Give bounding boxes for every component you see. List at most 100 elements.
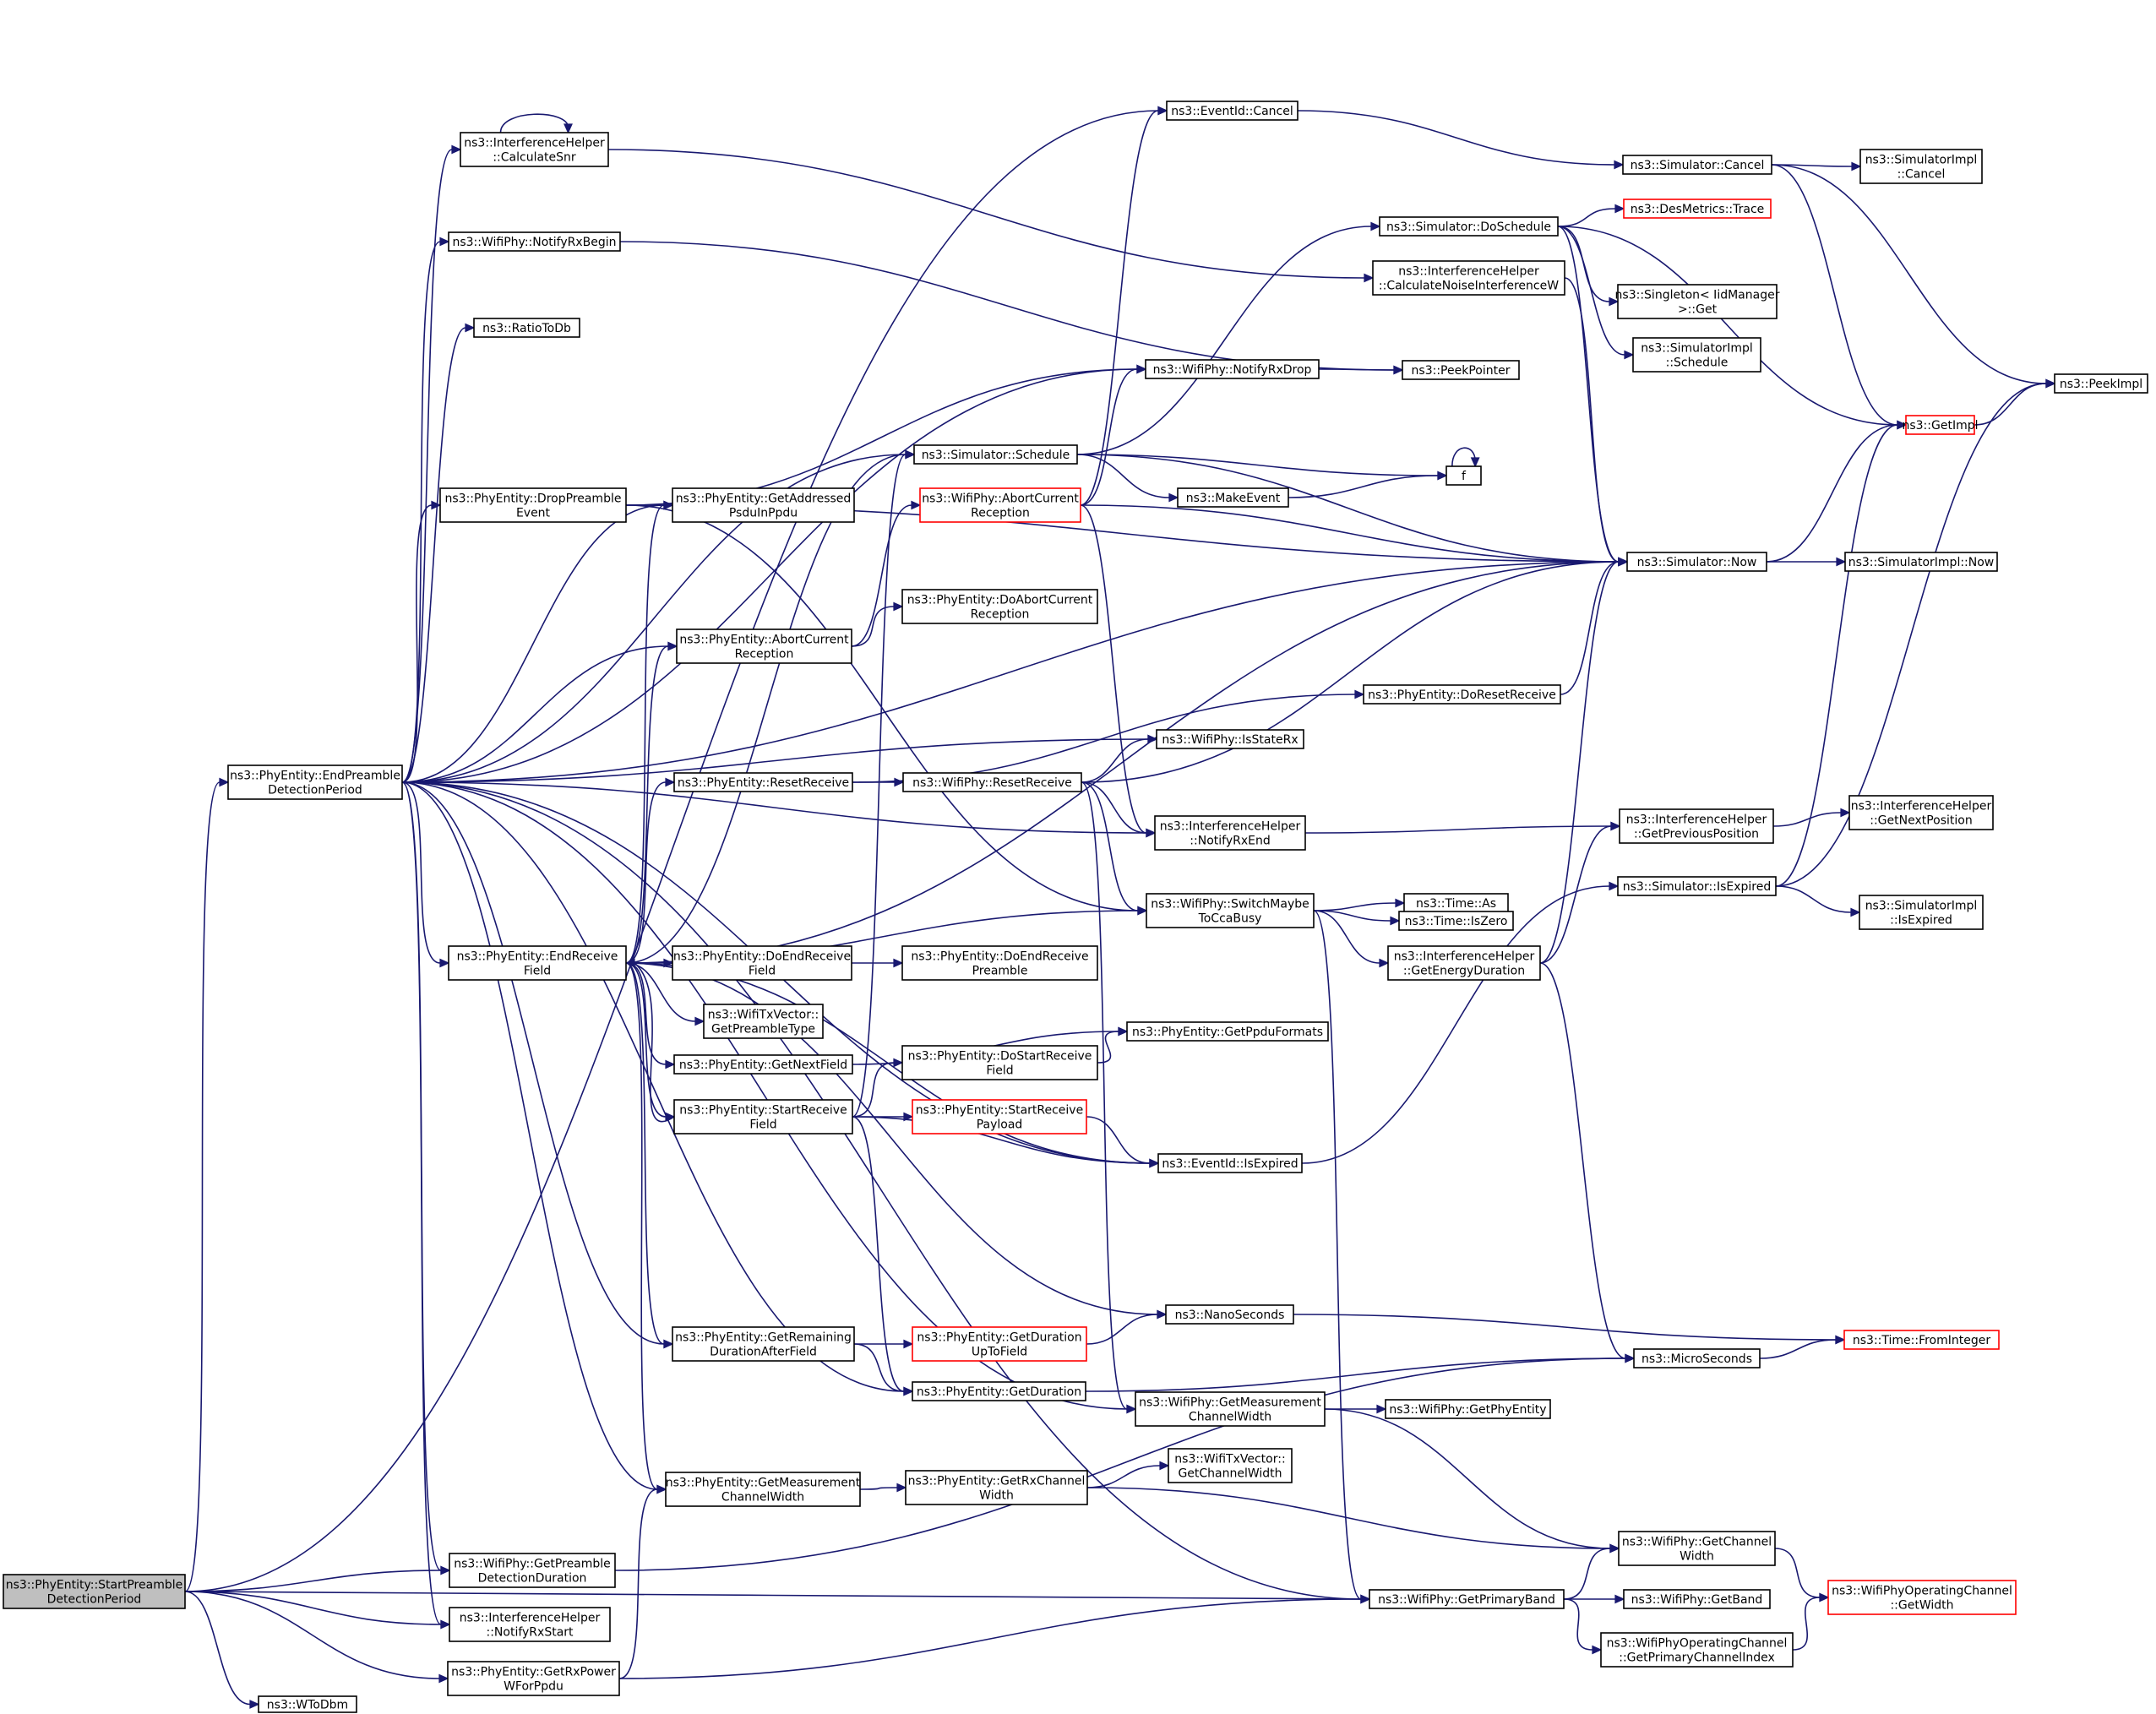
node-des-metrics-trace[interactable]: ns3::DesMetrics::Trace bbox=[1623, 199, 1772, 219]
node-event-id-cancel[interactable]: ns3::EventId::Cancel bbox=[1166, 101, 1298, 121]
node-notify-rx-drop[interactable]: ns3::WifiPhy::NotifyRxDrop bbox=[1145, 359, 1320, 379]
node-simulator-do-schedule[interactable]: ns3::Simulator::DoSchedule bbox=[1379, 216, 1559, 237]
call-edge-wp-abort-current-reception-to-event-id-cancel bbox=[1080, 106, 1168, 506]
node-label-line: ns3::PhyEntity::StartPreamble bbox=[6, 1579, 182, 1592]
node-w-to-dbm[interactable]: ns3::WToDbm bbox=[258, 1695, 357, 1713]
node-simulator-is-expired[interactable]: ns3::Simulator::IsExpired bbox=[1617, 876, 1777, 896]
node-box bbox=[473, 318, 580, 338]
node-notify-rx-begin[interactable]: ns3::WifiPhy::NotifyRxBegin bbox=[448, 231, 621, 252]
node-operating-channel-get-width[interactable]: ns3::WifiPhyOperatingChannel::GetWidth bbox=[1827, 1580, 2017, 1615]
node-calculate-noise-interference-w[interactable]: ns3::InterferenceHelper::CalculateNoiseI… bbox=[1372, 260, 1565, 296]
node-simulator-impl-cancel[interactable]: ns3::SimulatorImpl::Cancel bbox=[1859, 149, 1983, 184]
node-get-impl[interactable]: ns3::GetImpl bbox=[1902, 415, 1979, 435]
node-box bbox=[1619, 808, 1774, 844]
node-simulator-impl-schedule[interactable]: ns3::SimulatorImpl::Schedule bbox=[1632, 337, 1761, 373]
node-pe-get-measurement-channel-width[interactable]: ns3::PhyEntity::GetMeasurementChannelWid… bbox=[665, 1472, 861, 1507]
node-peek-impl[interactable]: ns3::PeekImpl bbox=[2054, 373, 2148, 394]
node-simulator-impl-now[interactable]: ns3::SimulatorImpl::Now bbox=[1844, 552, 1998, 572]
node-pe-reset-receive[interactable]: ns3::PhyEntity::ResetReceive bbox=[673, 772, 853, 792]
node-get-preamble-type[interactable]: ns3::WifiTxVector::GetPreambleType bbox=[703, 1004, 824, 1039]
node-start-preamble-detection-period[interactable]: ns3::PhyEntity::StartPreambleDetectionPe… bbox=[3, 1574, 186, 1609]
node-box bbox=[258, 1695, 357, 1713]
node-tx-vector-get-channel-width[interactable]: ns3::WifiTxVector::GetChannelWidth bbox=[1168, 1448, 1293, 1483]
node-box bbox=[1827, 1580, 2017, 1615]
node-f[interactable]: f bbox=[1446, 465, 1482, 486]
node-time-from-integer[interactable]: ns3::Time::FromInteger bbox=[1843, 1330, 2000, 1350]
call-edges bbox=[184, 106, 2056, 1709]
node-box bbox=[1623, 1589, 1771, 1609]
node-do-reset-receive[interactable]: ns3::PhyEntity::DoResetReceive bbox=[1363, 684, 1561, 705]
node-box bbox=[673, 1099, 853, 1135]
node-get-band[interactable]: ns3::WifiPhy::GetBand bbox=[1623, 1589, 1771, 1609]
call-edge-wp-abort-current-reception-to-notify-rx-drop bbox=[1080, 364, 1147, 506]
node-ih-notify-rx-end[interactable]: ns3::InterferenceHelper::NotifyRxEnd bbox=[1154, 815, 1306, 851]
call-edge-simulator-schedule-to-simulator-now bbox=[1076, 454, 1629, 567]
node-simulator-impl-is-expired[interactable]: ns3::SimulatorImpl::IsExpired bbox=[1859, 895, 1984, 930]
node-get-primary-band[interactable]: ns3::WifiPhy::GetPrimaryBand bbox=[1369, 1589, 1565, 1609]
call-edge-simulator-do-schedule-to-simulator-impl-schedule bbox=[1557, 226, 1635, 360]
node-get-primary-channel-index[interactable]: ns3::WifiPhyOperatingChannel::GetPrimary… bbox=[1600, 1632, 1794, 1668]
node-label-line: ns3::Time::IsZero bbox=[1405, 915, 1508, 928]
node-simulator-schedule[interactable]: ns3::Simulator::Schedule bbox=[913, 444, 1078, 465]
node-box bbox=[1618, 1531, 1776, 1566]
node-label-line: Preamble bbox=[972, 965, 1028, 978]
node-label-line: ns3::WifiPhy::NotifyRxBegin bbox=[452, 236, 616, 249]
node-wp-get-channel-width[interactable]: ns3::WifiPhy::GetChannelWidth bbox=[1618, 1531, 1776, 1566]
node-label-line: ns3::PeekImpl bbox=[2060, 378, 2142, 391]
node-label-line: ns3::WifiPhy::GetChannel bbox=[1622, 1536, 1772, 1549]
node-get-remaining-duration-after-field[interactable]: ns3::PhyEntity::GetRemainingDurationAfte… bbox=[672, 1326, 855, 1362]
node-box bbox=[676, 628, 852, 664]
node-label-line: ToCcaBusy bbox=[1198, 912, 1262, 926]
node-get-previous-position[interactable]: ns3::InterferenceHelper::GetPreviousPosi… bbox=[1619, 808, 1774, 844]
call-edge-end-preamble-detection-period-to-end-receive-field bbox=[401, 781, 450, 968]
node-ratio-to-db[interactable]: ns3::RatioToDb bbox=[473, 318, 580, 338]
node-get-preamble-detection-duration[interactable]: ns3::WifiPhy::GetPreambleDetectionDurati… bbox=[449, 1553, 616, 1588]
node-label-line: ns3::PhyEntity::DropPreamble bbox=[445, 492, 622, 506]
node-box bbox=[672, 487, 855, 523]
node-get-phy-entity[interactable]: ns3::WifiPhy::GetPhyEntity bbox=[1385, 1399, 1551, 1419]
node-get-ppdu-formats[interactable]: ns3::PhyEntity::GetPpduFormats bbox=[1126, 1021, 1329, 1042]
node-get-next-position[interactable]: ns3::InterferenceHelper::GetNextPosition bbox=[1848, 795, 1994, 830]
node-end-preamble-detection-period[interactable]: ns3::PhyEntity::EndPreambleDetectionPeri… bbox=[227, 764, 403, 800]
node-nano-seconds[interactable]: ns3::NanoSeconds bbox=[1165, 1304, 1294, 1325]
node-box bbox=[902, 772, 1082, 792]
node-singleton-get[interactable]: ns3::Singleton< IidManager >::Get bbox=[1615, 284, 1780, 319]
node-label-line: ns3::MicroSeconds bbox=[1642, 1352, 1752, 1366]
node-make-event[interactable]: ns3::MakeEvent bbox=[1177, 487, 1289, 508]
node-get-next-field[interactable]: ns3::PhyEntity::GetNextField bbox=[673, 1054, 853, 1075]
node-calculate-snr[interactable]: ns3::InterferenceHelper::CalculateSnr bbox=[460, 132, 609, 167]
node-ih-notify-rx-start[interactable]: ns3::InterferenceHelper::NotifyRxStart bbox=[449, 1607, 611, 1642]
node-wp-reset-receive[interactable]: ns3::WifiPhy::ResetReceive bbox=[902, 772, 1082, 792]
node-get-energy-duration[interactable]: ns3::InterferenceHelper::GetEnergyDurati… bbox=[1387, 945, 1541, 981]
node-is-state-rx[interactable]: ns3::WifiPhy::IsStateRx bbox=[1156, 729, 1304, 749]
call-edge-get-primary-band-to-get-band bbox=[1564, 1594, 1625, 1604]
node-time-as[interactable]: ns3::Time::As bbox=[1403, 893, 1509, 913]
node-simulator-now[interactable]: ns3::Simulator::Now bbox=[1626, 552, 1767, 572]
node-simulator-cancel[interactable]: ns3::Simulator::Cancel bbox=[1622, 155, 1772, 175]
node-time-is-zero[interactable]: ns3::Time::IsZero bbox=[1398, 911, 1514, 931]
node-label-line: ns3::Time::FromInteger bbox=[1853, 1334, 1990, 1347]
node-micro-seconds[interactable]: ns3::MicroSeconds bbox=[1633, 1348, 1761, 1368]
node-label-line: PsduInPpdu bbox=[729, 507, 798, 520]
node-event-id-is-expired[interactable]: ns3::EventId::IsExpired bbox=[1157, 1153, 1303, 1173]
node-pe-get-duration[interactable]: ns3::PhyEntity::GetDuration bbox=[912, 1381, 1086, 1401]
node-peek-pointer[interactable]: ns3::PeekPointer bbox=[1402, 360, 1520, 380]
node-box bbox=[1402, 360, 1520, 380]
call-edge-end-receive-field-to-simulator-schedule bbox=[625, 449, 916, 964]
